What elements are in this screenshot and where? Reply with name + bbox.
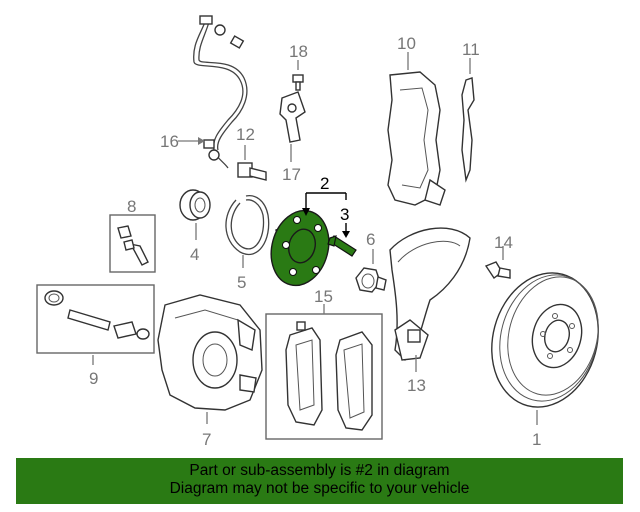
brake-pad-b bbox=[335, 331, 373, 431]
label-15: 15 bbox=[314, 287, 333, 306]
label-3: 3 bbox=[340, 205, 349, 224]
label-9: 9 bbox=[89, 369, 98, 388]
label-13: 13 bbox=[407, 376, 426, 395]
wheel-stud-3 bbox=[327, 235, 357, 257]
snap-ring-5 bbox=[225, 194, 270, 255]
label-10: 10 bbox=[397, 34, 416, 53]
abs-sensor-17 bbox=[279, 91, 306, 143]
label-7: 7 bbox=[202, 430, 211, 449]
caliper-7 bbox=[157, 294, 263, 411]
bolt-12 bbox=[237, 162, 267, 181]
label-5: 5 bbox=[237, 273, 246, 292]
banner-line-1: Part or sub-assembly is #2 in diagram bbox=[189, 462, 450, 479]
wheel-hub-2 bbox=[270, 209, 330, 287]
callout-2-3 bbox=[302, 192, 350, 238]
kit-box-8 bbox=[109, 214, 156, 273]
clip-11 bbox=[461, 77, 475, 183]
label-11: 11 bbox=[462, 40, 480, 59]
kit-9-parts bbox=[44, 290, 150, 340]
label-2: 2 bbox=[320, 174, 329, 193]
kit-box-9 bbox=[36, 284, 155, 354]
banner-line-2: Diagram may not be specific to your vehi… bbox=[169, 480, 470, 497]
nut-6 bbox=[355, 267, 387, 293]
info-banner: Part or sub-assembly is #2 in diagram Di… bbox=[16, 458, 623, 504]
bearing-4 bbox=[179, 189, 211, 221]
label-1: 1 bbox=[532, 430, 541, 449]
label-12: 12 bbox=[236, 125, 255, 144]
bolt-14 bbox=[484, 261, 511, 280]
dust-shield-13 bbox=[389, 227, 471, 361]
bolt-18 bbox=[292, 74, 304, 91]
label-17: 17 bbox=[282, 165, 301, 184]
brake-pad-a bbox=[285, 321, 323, 426]
label-14: 14 bbox=[494, 233, 513, 252]
label-6: 6 bbox=[366, 230, 375, 249]
label-4: 4 bbox=[190, 245, 199, 264]
label-8: 8 bbox=[127, 197, 136, 216]
label-16: 16 bbox=[160, 132, 179, 151]
label-18: 18 bbox=[289, 42, 308, 61]
caliper-bracket-10 bbox=[387, 71, 446, 206]
kit-8-parts bbox=[117, 225, 149, 266]
abs-sensor-wire bbox=[193, 15, 248, 169]
brake-rotor-1 bbox=[491, 272, 599, 408]
